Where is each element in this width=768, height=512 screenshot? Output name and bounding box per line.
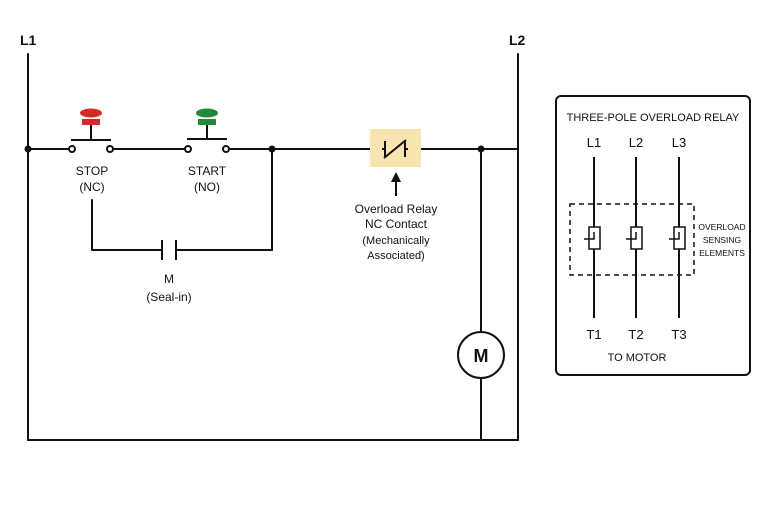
overload-label-line3: (Mechanically	[362, 235, 430, 247]
left-rail-label: L1	[20, 32, 37, 48]
start-type-label: (NO)	[194, 180, 220, 194]
sensing-label-line2: SENSING	[703, 235, 741, 245]
motor-symbol	[457, 331, 505, 379]
stop-button-top	[80, 108, 102, 118]
start-pushbutton	[184, 108, 230, 153]
stop-button-cap	[82, 119, 100, 125]
relay-title: THREE-POLE OVERLOAD RELAY	[567, 112, 740, 124]
seal-in-sub-label: (Seal-in)	[146, 290, 191, 304]
relay-output-caption: TO MOTOR	[608, 352, 667, 364]
relay-output-t3: T3	[671, 327, 686, 342]
sensing-label-line1: OVERLOAD	[698, 222, 745, 232]
seal-in-contact	[161, 240, 177, 260]
relay-input-l2: L2	[629, 135, 643, 150]
start-button-top	[196, 108, 218, 118]
relay-input-l1: L1	[587, 135, 601, 150]
overload-label-line4: Associated)	[367, 250, 424, 262]
relay-output-t1: T1	[586, 327, 601, 342]
overload-label-line2: NC Contact	[365, 217, 428, 231]
heater-element	[584, 226, 601, 250]
start-label: START	[188, 164, 227, 178]
junction-dot	[477, 145, 485, 153]
heater-element	[626, 226, 643, 250]
sensing-elements-box	[569, 203, 695, 276]
overload-nc-contact	[382, 139, 408, 159]
relay-input-l3: L3	[672, 135, 686, 150]
relay-output-t2: T2	[628, 327, 643, 342]
overload-pointer-arrow	[391, 172, 401, 196]
heater-element	[669, 226, 686, 250]
stop-pushbutton	[68, 108, 114, 153]
overload-label-line1: Overload Relay	[355, 202, 438, 216]
junction-dot	[268, 145, 276, 153]
stop-label: STOP	[76, 164, 108, 178]
start-button-cap	[198, 119, 216, 125]
seal-in-label: M	[164, 272, 174, 286]
overload-relay-panel	[555, 95, 751, 376]
motor-label: M	[474, 346, 489, 366]
stop-type-label: (NC)	[79, 180, 104, 194]
sensing-label-line3: ELEMENTS	[699, 248, 745, 258]
right-rail-label: L2	[509, 32, 526, 48]
junction-dot	[24, 145, 32, 153]
